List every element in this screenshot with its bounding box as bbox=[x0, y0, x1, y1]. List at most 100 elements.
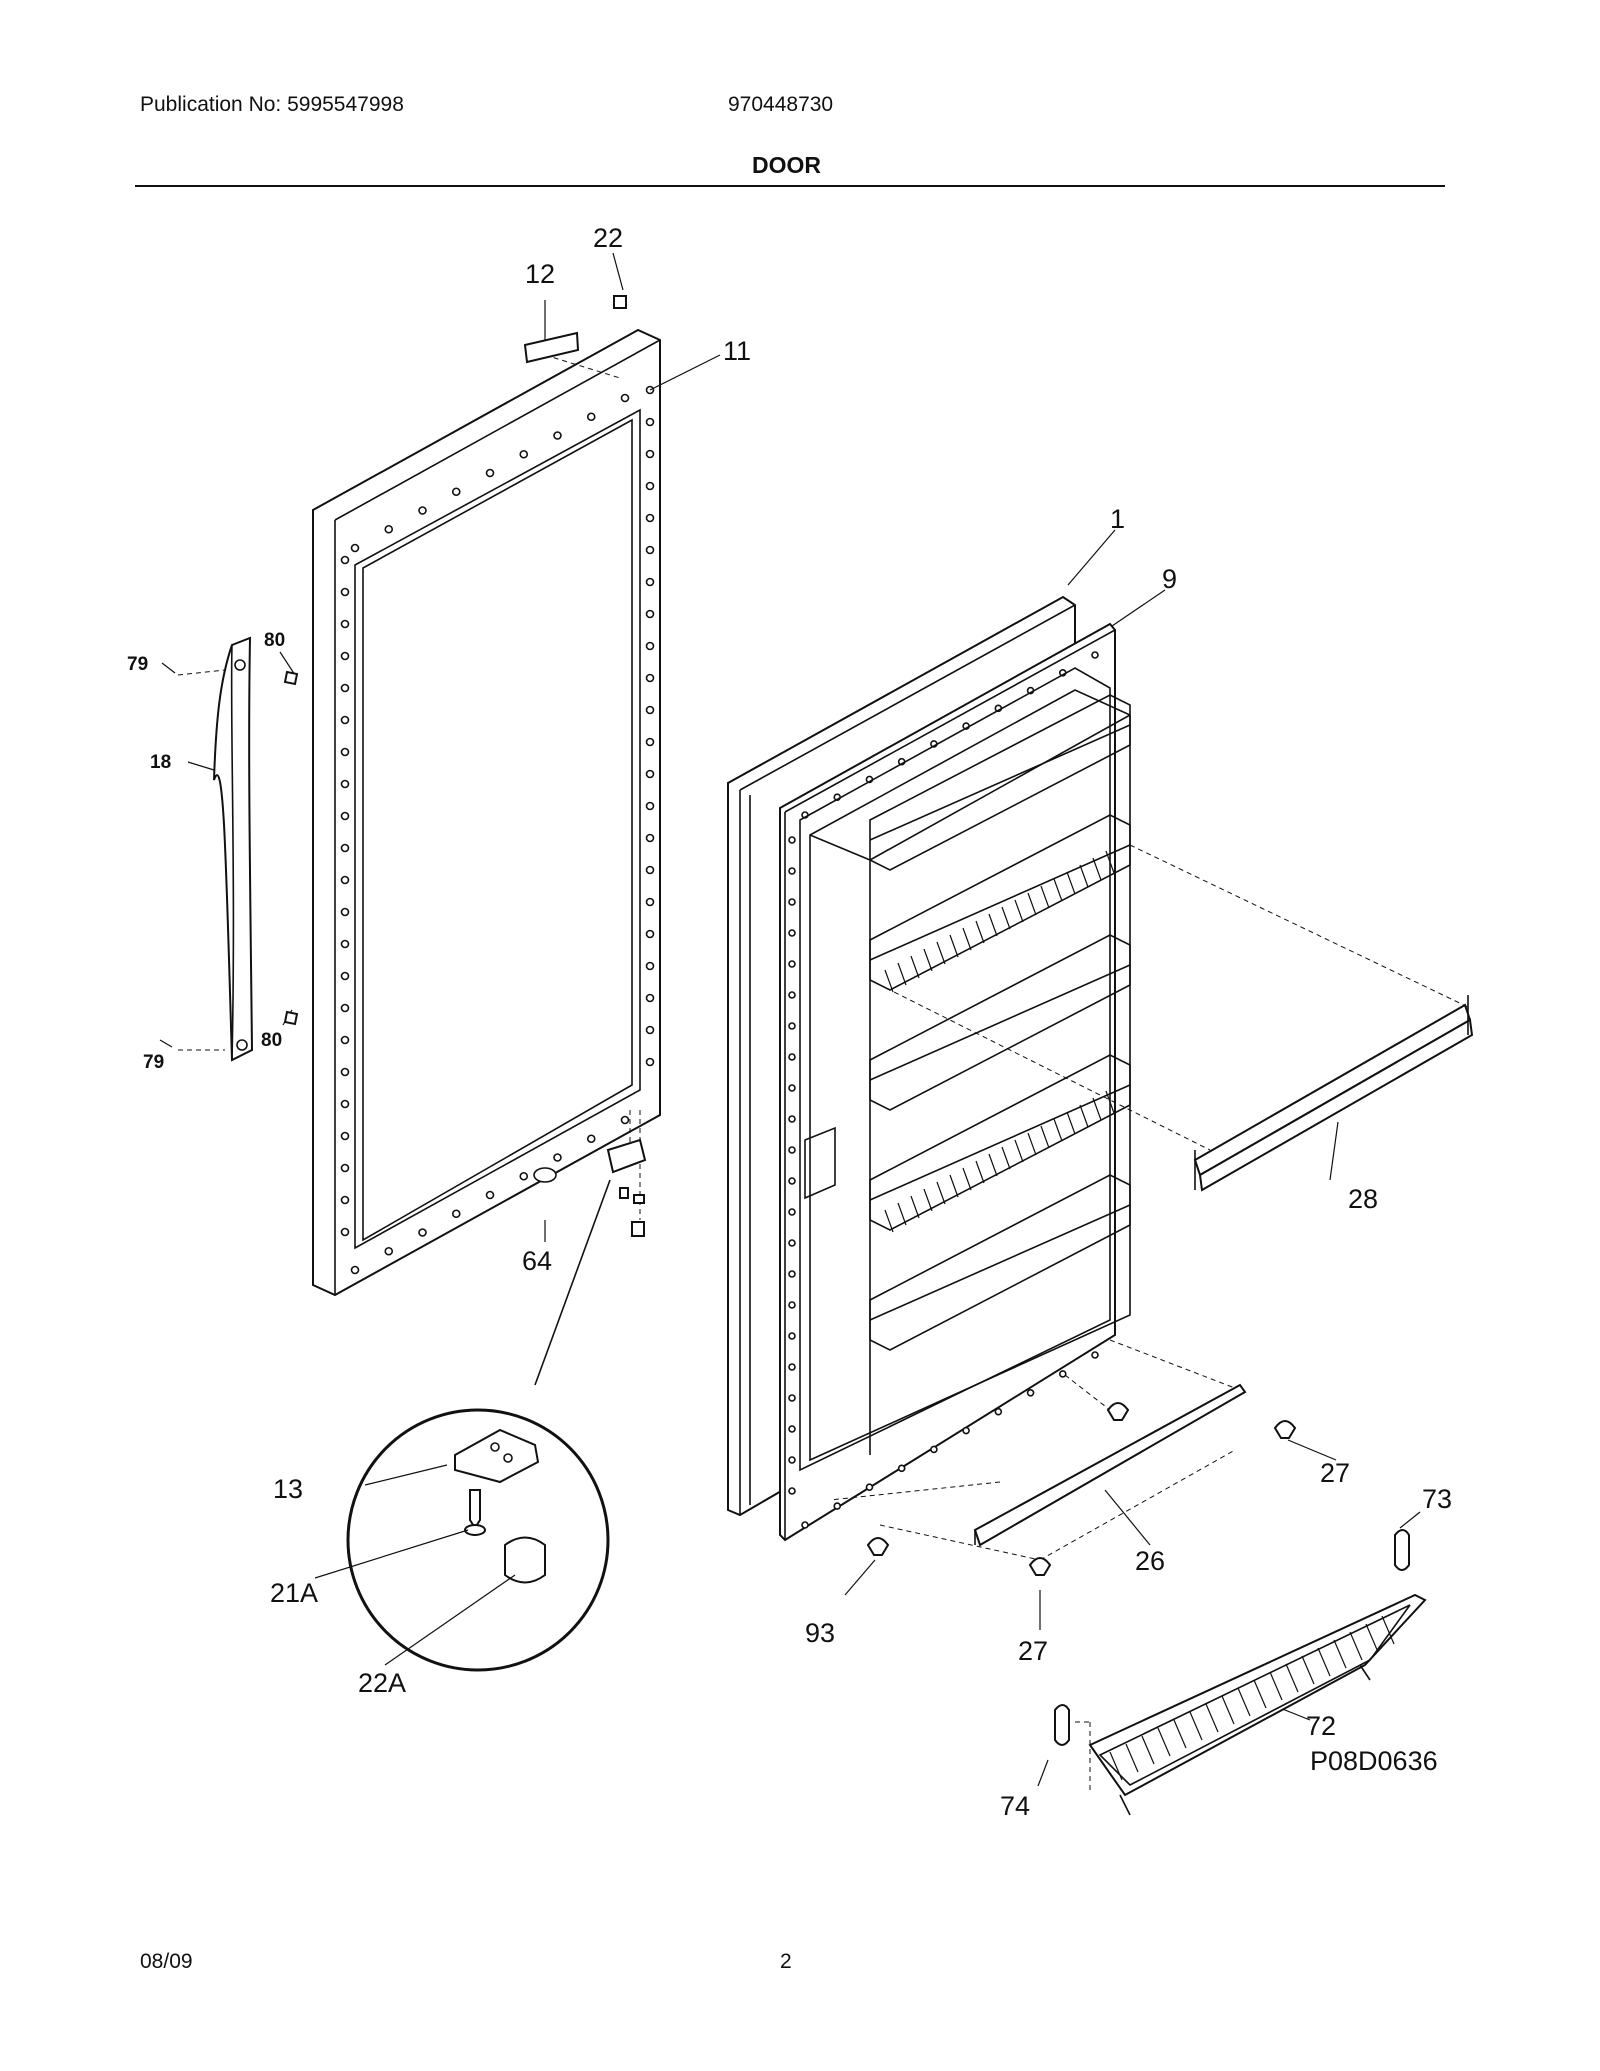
mounting-hole bbox=[645, 449, 655, 459]
mounting-hole bbox=[788, 1487, 796, 1495]
label-74: 74 bbox=[1000, 1791, 1030, 1821]
mounting-hole bbox=[788, 1394, 796, 1402]
mounting-hole bbox=[994, 1407, 1003, 1416]
mounting-hole bbox=[519, 449, 529, 459]
model-number: 970448730 bbox=[728, 93, 834, 116]
mounting-hole bbox=[340, 651, 350, 661]
shelf-edge bbox=[869, 1084, 1131, 1201]
shelf-grid-rib bbox=[923, 948, 933, 972]
label-11: 11 bbox=[723, 336, 751, 366]
shelf-grid-rib bbox=[1092, 857, 1102, 881]
mounting-hole bbox=[1026, 1388, 1035, 1397]
label-79-bottom: 79 bbox=[143, 1052, 164, 1073]
label-22A: 22A bbox=[358, 1668, 406, 1698]
mounting-hole bbox=[340, 811, 350, 821]
mounting-hole bbox=[645, 1025, 655, 1035]
mounting-hole bbox=[788, 1301, 796, 1309]
mounting-hole bbox=[418, 506, 427, 515]
shelf-grid-rib bbox=[1053, 1118, 1063, 1142]
shelf-grid-rib bbox=[1014, 1139, 1024, 1163]
door-shelf bbox=[869, 1174, 1131, 1351]
mounting-hole bbox=[788, 1363, 796, 1371]
label-18: 18 bbox=[150, 752, 171, 773]
mounting-hole bbox=[340, 1003, 350, 1013]
basket-clips bbox=[1054, 1529, 1410, 1746]
label-13: 13 bbox=[273, 1474, 303, 1504]
mounting-hole bbox=[788, 836, 796, 844]
mounting-hole bbox=[645, 961, 655, 971]
mounting-hole bbox=[645, 609, 655, 619]
shelf-grid-rib bbox=[1066, 871, 1076, 895]
basket-rib bbox=[1189, 1711, 1203, 1741]
mounting-hole bbox=[788, 867, 796, 875]
mounting-hole bbox=[340, 939, 350, 949]
mounting-hole bbox=[340, 1067, 350, 1077]
door-shelf bbox=[869, 694, 1131, 871]
mounting-hole bbox=[788, 991, 796, 999]
shelf-grid-rib bbox=[988, 1153, 998, 1177]
mounting-hole bbox=[788, 1456, 796, 1464]
basket-rib bbox=[1253, 1679, 1267, 1709]
shelf-grid-rib bbox=[975, 1160, 985, 1184]
label-27-bottom: 27 bbox=[1018, 1636, 1048, 1666]
mounting-hole bbox=[788, 1425, 796, 1433]
shelf-edge bbox=[869, 844, 1131, 961]
mounting-hole bbox=[788, 1239, 796, 1247]
basket-rib bbox=[1157, 1727, 1171, 1757]
mounting-hole bbox=[1058, 1370, 1067, 1378]
mounting-hole bbox=[645, 897, 655, 907]
mounting-hole bbox=[645, 993, 655, 1003]
mounting-hole bbox=[788, 1177, 796, 1185]
mounting-hole bbox=[620, 1115, 630, 1125]
mounting-hole bbox=[451, 487, 461, 497]
mounting-hole bbox=[340, 747, 350, 757]
mounting-hole bbox=[350, 543, 360, 553]
basket-rib bbox=[1269, 1671, 1283, 1701]
part-labels: 22 12 11 1 9 79 80 18 79 80 64 28 27 73 … bbox=[127, 223, 1452, 1821]
door-handle bbox=[213, 636, 299, 1062]
bottom-trim bbox=[973, 1383, 1247, 1547]
mounting-hole bbox=[340, 875, 350, 885]
header-divider bbox=[135, 185, 1445, 187]
shelf-grid-rib bbox=[1040, 885, 1050, 909]
label-27-right: 27 bbox=[1320, 1458, 1350, 1488]
mounting-hole bbox=[645, 513, 655, 523]
mounting-hole bbox=[645, 737, 655, 747]
mounting-hole bbox=[340, 555, 350, 565]
basket-rib bbox=[1349, 1631, 1363, 1661]
label-80-bottom: 80 bbox=[261, 1030, 282, 1051]
mounting-hole bbox=[788, 1208, 796, 1216]
shelf-edge bbox=[869, 1204, 1131, 1321]
mounting-hole bbox=[340, 907, 350, 917]
shelf-grid-rib bbox=[1079, 1104, 1089, 1128]
label-73: 73 bbox=[1422, 1484, 1452, 1514]
mounting-hole bbox=[340, 1227, 350, 1237]
basket-rib bbox=[1205, 1703, 1219, 1733]
mounting-hole bbox=[418, 1228, 427, 1237]
shelf-grid-rib bbox=[988, 913, 998, 937]
mounting-hole bbox=[553, 1153, 562, 1162]
door-shelf bbox=[869, 934, 1131, 1111]
shelf-grid-rib bbox=[910, 955, 920, 979]
mounting-hole bbox=[788, 1053, 796, 1061]
shelf-grid-rib bbox=[1105, 850, 1115, 874]
inner-door-liner bbox=[779, 622, 1131, 1542]
shelf-grid-rib bbox=[1027, 892, 1037, 916]
label-79-top: 79 bbox=[127, 654, 148, 675]
bottom-hinge-parts bbox=[533, 1138, 647, 1237]
shelf-grid-rib bbox=[910, 1195, 920, 1219]
mounting-hole bbox=[645, 1057, 655, 1067]
mounting-hole bbox=[645, 417, 655, 427]
publication-number: Publication No: 5995547998 bbox=[140, 93, 404, 116]
mounting-hole bbox=[645, 801, 655, 811]
door-shelf bbox=[869, 1054, 1131, 1231]
shelf-grid-rib bbox=[1027, 1132, 1037, 1156]
basket-rib bbox=[1173, 1719, 1187, 1749]
basket-rib bbox=[1237, 1687, 1251, 1717]
mounting-hole bbox=[1091, 651, 1099, 659]
label-22: 22 bbox=[593, 223, 623, 253]
page-title: DOOR bbox=[752, 152, 821, 178]
shelf-grid-rib bbox=[1001, 1146, 1011, 1170]
mounting-hole bbox=[788, 1270, 796, 1278]
shelf-grid-rib bbox=[1066, 1111, 1076, 1135]
